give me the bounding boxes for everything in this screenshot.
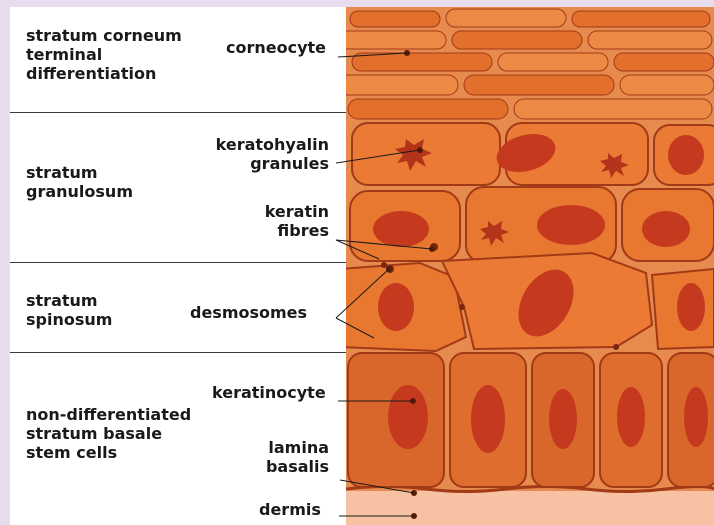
skin-cell-illustration: [346, 7, 714, 525]
zone-granulosum-label: stratum granulosum: [26, 163, 133, 201]
label-keratinocyte: keratinocyte: [212, 383, 326, 402]
zone-basale-label: non-differentiated stratum basale stem c…: [26, 405, 191, 462]
zone-corneum-label: stratum corneum terminal differentiation: [26, 26, 182, 83]
label-keratin-fibres: keratin fibres: [265, 202, 329, 240]
zone-spinosum-label: stratum spinosum: [26, 291, 112, 329]
divider-corneum: [10, 112, 346, 113]
divider-granulosum: [10, 262, 346, 263]
corneocyte-cells: [346, 9, 714, 119]
dermis-layer: [346, 491, 714, 525]
top-border: [0, 0, 714, 7]
label-corneocyte: corneocyte: [226, 38, 326, 57]
label-lamina-basalis: lamina basalis: [266, 438, 329, 476]
left-border: [0, 0, 10, 525]
granulosum-cells: [350, 123, 714, 263]
divider-spinosum: [10, 352, 346, 353]
label-dermis: dermis: [259, 500, 321, 519]
label-keratohyalin-granules: keratohyalin granules: [216, 135, 329, 173]
label-desmosomes: desmosomes: [190, 303, 307, 322]
basale-cells: [348, 353, 714, 487]
